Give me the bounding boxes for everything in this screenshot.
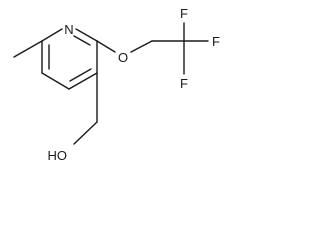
bond-c4-c3 (68, 72, 98, 90)
atom-o-label: O (118, 50, 128, 65)
bond-c5-c4 (41, 72, 70, 90)
atom-hydroxyl-label: HO (48, 148, 68, 163)
atom-n-label: N (64, 22, 73, 37)
atom-f2-label: F (212, 34, 220, 49)
bond-c2-o (96, 40, 116, 53)
bond-c2-n (75, 28, 98, 42)
atom-f1-label: F (180, 6, 188, 21)
bond-c2-n-inner (73, 35, 91, 46)
bond-methyl (13, 40, 43, 58)
molecule-structure: N O F F F HO (13, 6, 220, 163)
bond-c4-c3-inner (69, 68, 92, 82)
structure-canvas: N O F F F HO (13, 6, 221, 163)
bond-n-c6 (41, 28, 63, 42)
bond-ch2-oh (73, 121, 98, 145)
bond-o-ch2 (130, 40, 153, 53)
atom-f3-label: F (180, 76, 188, 91)
